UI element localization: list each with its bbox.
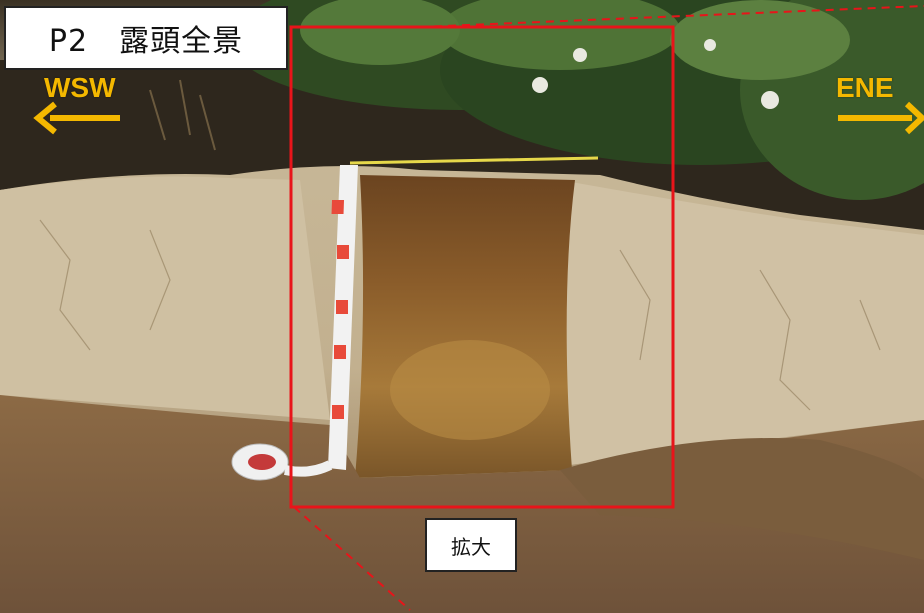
site-title: P2 露頭全景: [4, 6, 288, 70]
horizontal-tape: [349, 156, 599, 165]
cracks: [39, 219, 881, 411]
pale-layer-left: [0, 176, 330, 420]
zoom-frame: [289, 25, 675, 509]
spoil-heap: [560, 438, 924, 560]
zoom-leader-line: [293, 506, 411, 611]
tape-coil: [231, 443, 333, 481]
arrow-left-icon: [33, 101, 120, 135]
direction-label-right: ENE: [836, 72, 894, 103]
pale-layer-right: [560, 180, 924, 465]
ground-debris: [0, 395, 924, 613]
vertical-measuring-tape: [328, 165, 358, 470]
direction-label-left: WSW: [44, 72, 116, 103]
zoom-leader-line-top: [419, 5, 924, 28]
arrow-right-icon: [838, 101, 924, 135]
zoom-label: 拡大: [425, 518, 517, 572]
